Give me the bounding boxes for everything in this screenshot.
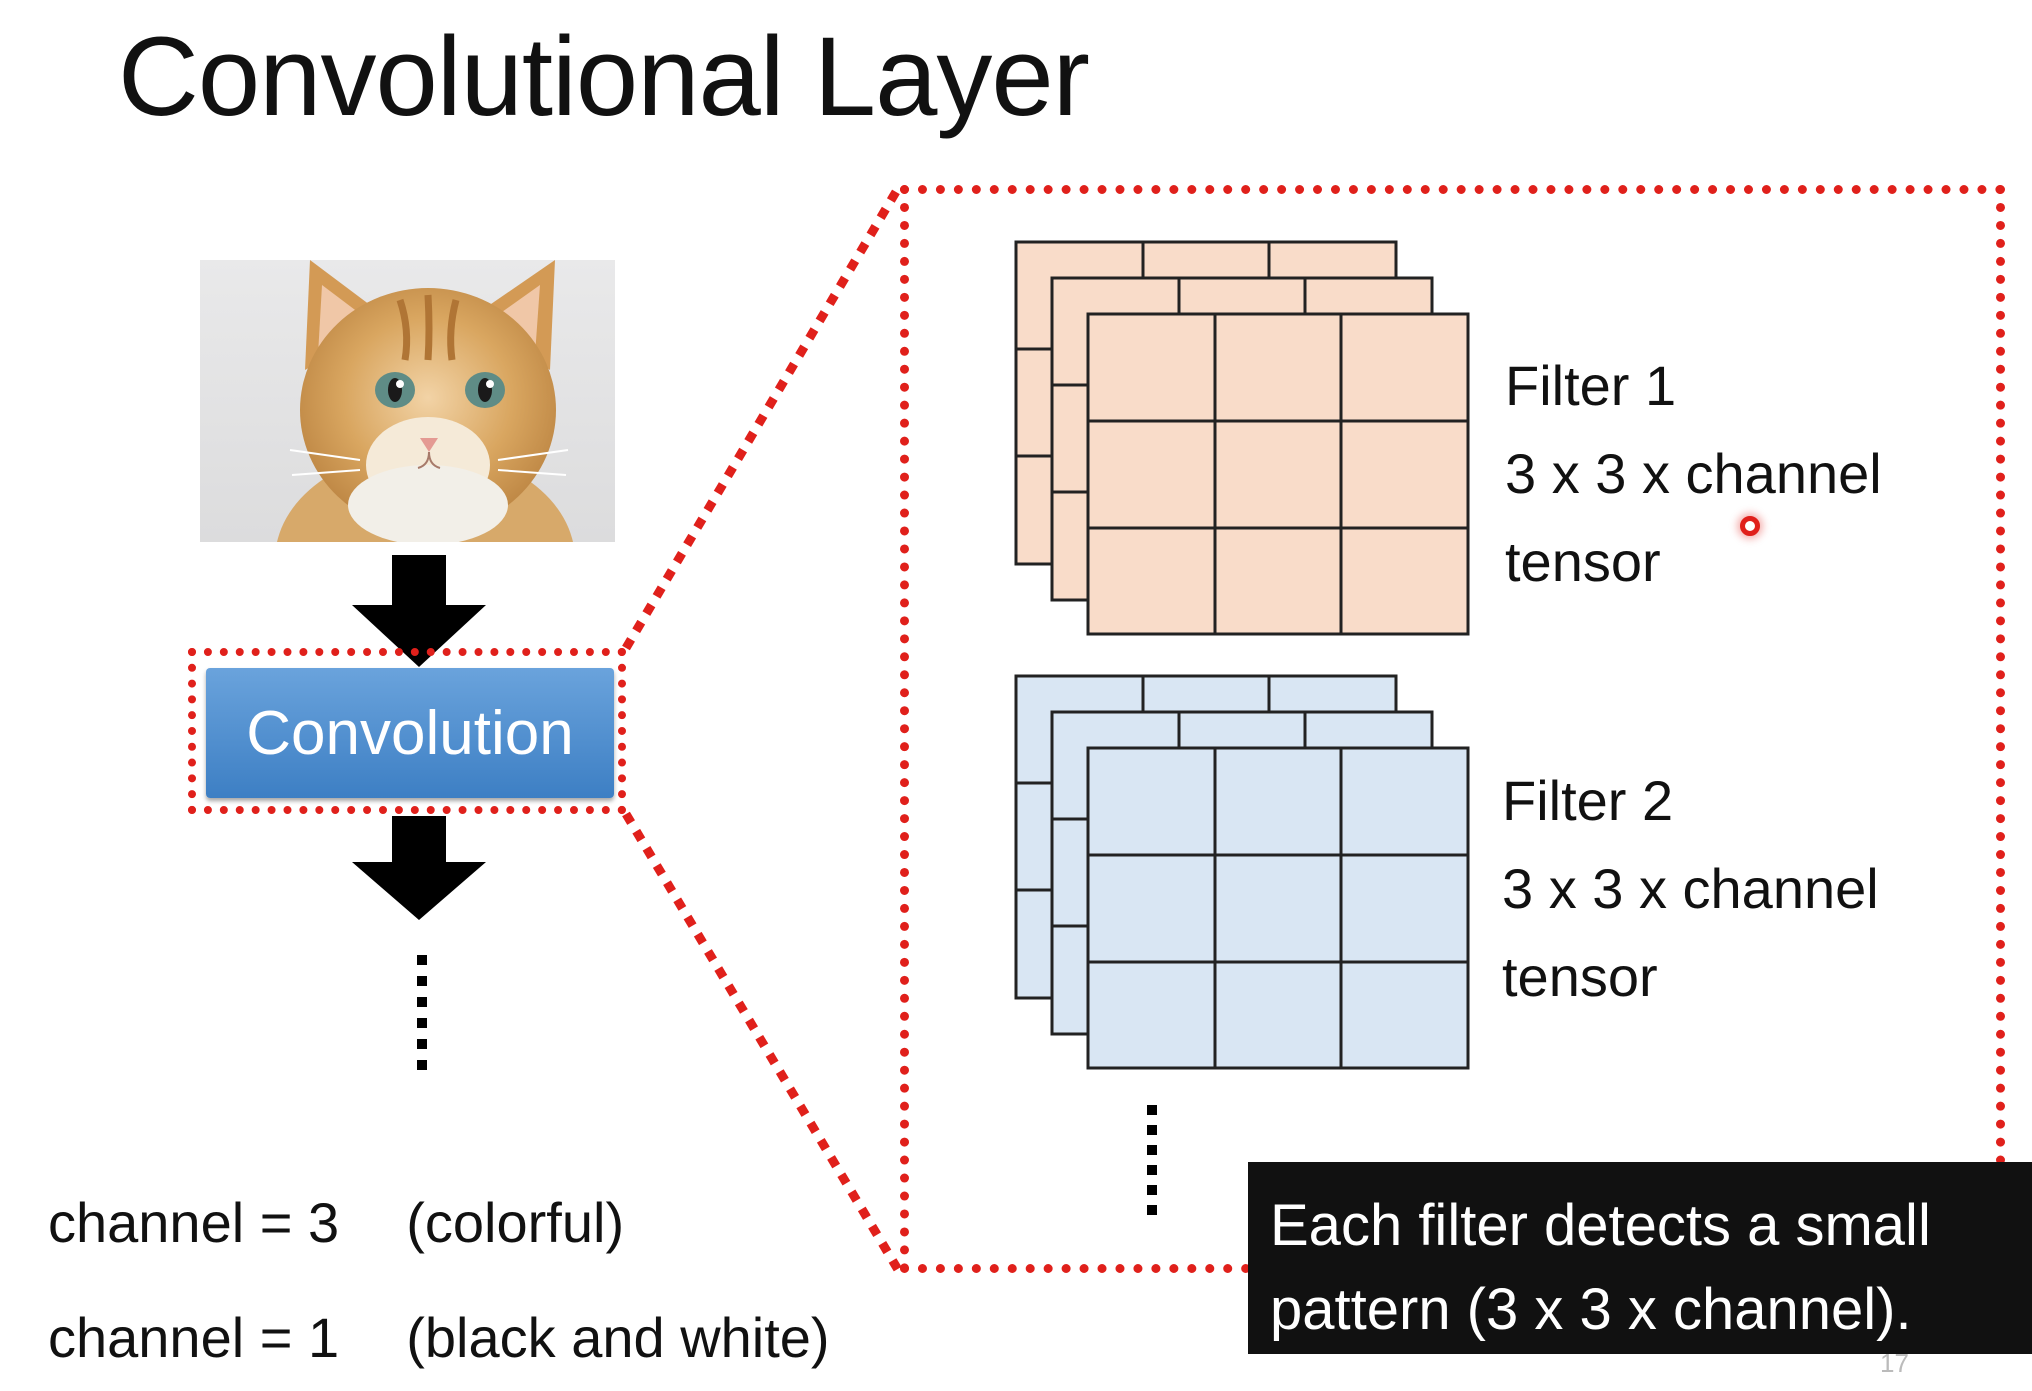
- down-arrow-icon: [352, 555, 486, 667]
- kitten-photo: [200, 260, 615, 542]
- filter-2-name: Filter 2: [1502, 769, 1674, 832]
- page-number: 17: [1880, 1348, 1909, 1378]
- convolution-block: Convolution: [206, 668, 614, 798]
- channel-note-desc: (black and white): [406, 1306, 830, 1369]
- channel-note-label: channel = 3: [48, 1191, 340, 1254]
- caption-line-2: pattern (3 x 3 x channel).: [1270, 1277, 1912, 1342]
- filter-1-label: Filter 1 3 x 3 x channel tensor: [1505, 342, 1882, 606]
- filter-2-type: tensor: [1502, 945, 1658, 1008]
- slide-title: Convolutional Layer: [118, 14, 1090, 139]
- convolution-highlight-frame: [188, 648, 626, 814]
- laser-pointer-icon: [1740, 516, 1760, 536]
- filter-2-tensor-graphic: [1014, 674, 1470, 1070]
- filter-1-name: Filter 1: [1505, 354, 1677, 417]
- vertical-ellipsis-icon: [417, 955, 427, 1070]
- filter-1-tensor-graphic: [1014, 240, 1470, 636]
- down-arrow-icon: [352, 816, 486, 920]
- filter-2-shape: 3 x 3 x channel: [1502, 857, 1879, 920]
- channel-note-label: channel = 1: [48, 1306, 340, 1369]
- channel-note-bw: channel = 1 (black and white): [48, 1305, 830, 1370]
- filter-2-label: Filter 2 3 x 3 x channel tensor: [1502, 757, 1879, 1021]
- channel-note-desc: (colorful): [406, 1191, 625, 1254]
- vertical-ellipsis-icon: [1147, 1105, 1157, 1215]
- caption-line-1: Each filter detects a small: [1270, 1193, 1931, 1258]
- subtitle-caption: Each filter detects a small pattern (3 x…: [1248, 1162, 2032, 1354]
- filter-1-type: tensor: [1505, 530, 1661, 593]
- filter-1-shape: 3 x 3 x channel: [1505, 442, 1882, 505]
- channel-note-colorful: channel = 3 (colorful): [48, 1190, 624, 1255]
